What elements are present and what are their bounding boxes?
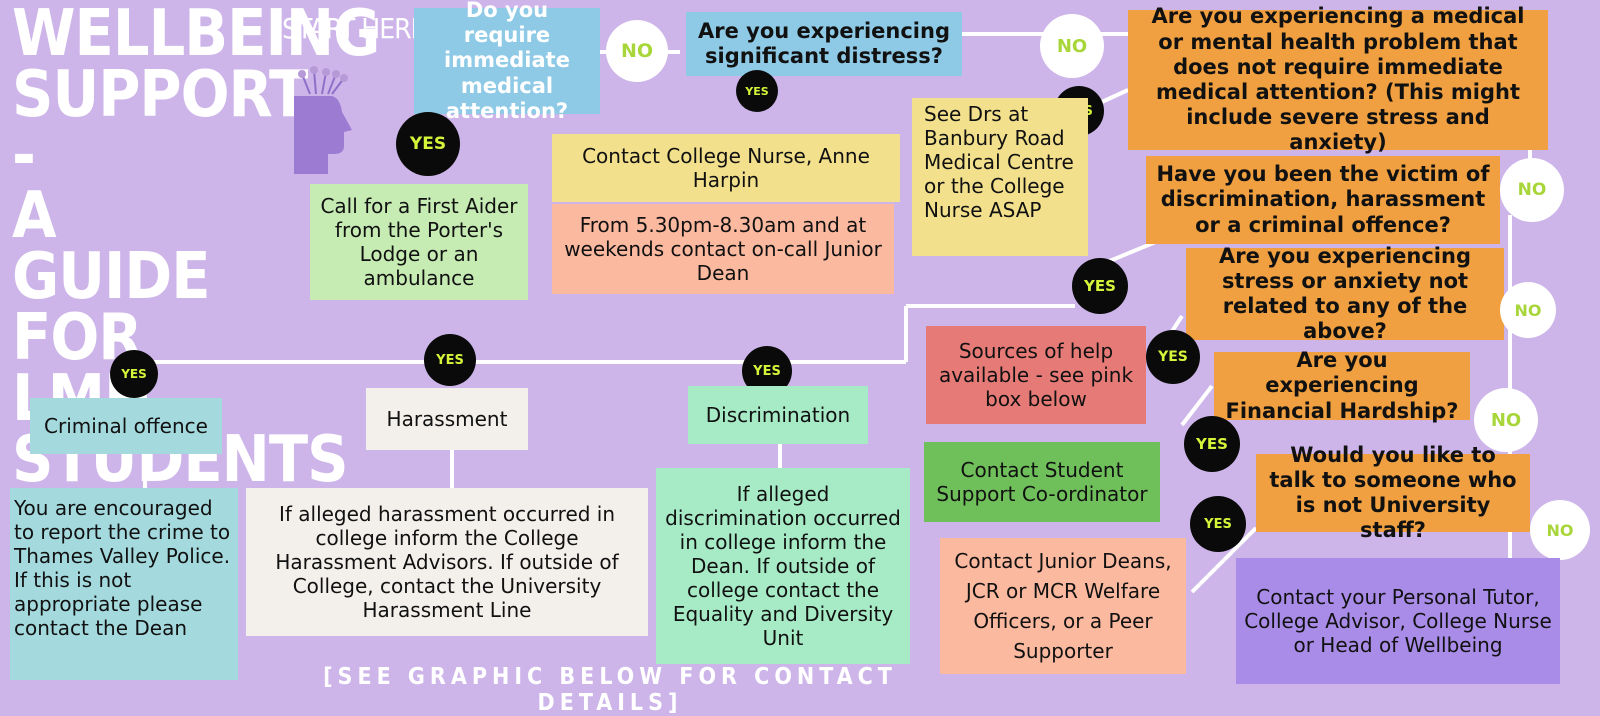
detail-criminal: You are encouraged to report the crime t… (10, 488, 238, 680)
category-discrimination: Discrimination (688, 386, 868, 444)
action-see-drs: See Drs at Banbury Road Medical Centre o… (912, 98, 1088, 256)
yes-badge: YES (1184, 416, 1240, 472)
action-sources-help: Sources of help available - see pink box… (926, 326, 1146, 424)
title-line: SUPPORT - (12, 57, 308, 193)
category-harassment: Harassment (366, 388, 528, 450)
no-badge: NO (1500, 158, 1564, 222)
yes-badge: YES (424, 334, 476, 386)
question-victim: Have you been the victim of discriminati… (1146, 156, 1500, 244)
no-badge: NO (1474, 388, 1538, 452)
head-with-flowers-icon (288, 66, 362, 178)
action-junior-dean: From 5.30pm-8.30am and at weekends conta… (552, 204, 894, 294)
detail-discrimination: If alleged discrimination occurred in co… (656, 468, 910, 664)
question-significant-distress: Are you experiencing significant distres… (686, 12, 962, 76)
action-welfare: Contact Junior Deans, JCR or MCR Welfare… (940, 538, 1186, 674)
start-label: START HERE: (282, 12, 434, 45)
action-tutor: Contact your Personal Tutor, College Adv… (1236, 558, 1560, 684)
action-college-nurse: Contact College Nurse, Anne Harpin (552, 134, 900, 202)
no-badge: NO (606, 20, 668, 82)
yes-badge: YES (110, 350, 158, 398)
action-first-aider: Call for a First Aider from the Porter's… (310, 184, 528, 300)
question-medical-attention: Do you require immediate medical attenti… (414, 0, 600, 123)
question-stress-anxiety: Are you experiencing stress or anxiety n… (1186, 244, 1504, 343)
yes-badge: YES (1146, 330, 1200, 384)
action-student-support: Contact Student Support Co-ordinator (924, 442, 1160, 522)
yes-badge: YES (1190, 496, 1246, 552)
title-line: WELLBEING (12, 0, 380, 71)
yes-badge: YES (736, 70, 778, 112)
question-financial: Are you experiencing Financial Hardship? (1214, 348, 1470, 423)
no-badge: NO (1530, 500, 1590, 560)
yes-badge: YES (1072, 258, 1128, 314)
yes-badge: YES (396, 112, 460, 176)
no-badge: NO (1040, 14, 1104, 78)
category-criminal: Criminal offence (30, 398, 222, 454)
title-line: A GUIDE (12, 179, 211, 315)
footer-note: [SEE GRAPHIC BELOW FOR CONTACT DETAILS] (323, 664, 897, 716)
question-talk: Would you like to talk to someone who is… (1256, 443, 1530, 542)
question-health-problem: Are you experiencing a medical or mental… (1128, 4, 1548, 154)
no-badge: NO (1500, 282, 1556, 338)
detail-harassment: If alleged harassment occurred in colleg… (246, 488, 648, 636)
